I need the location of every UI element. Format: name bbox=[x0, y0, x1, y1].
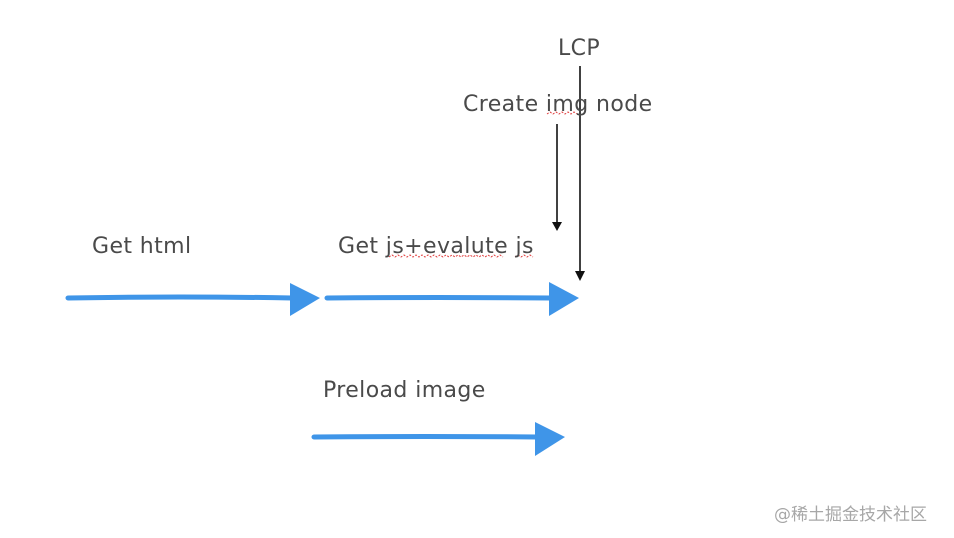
create-img-node-label: Create img node bbox=[463, 92, 653, 117]
lcp-marker bbox=[575, 66, 585, 281]
get-html-label: Get html bbox=[92, 234, 192, 259]
preload-image-label: Preload image bbox=[323, 378, 486, 403]
watermark: @稀土掘金技术社区 bbox=[774, 505, 927, 525]
get-js-label: Get js+evalute js bbox=[338, 234, 534, 259]
create-img-node-marker bbox=[552, 124, 562, 231]
spellcheck-underline bbox=[388, 111, 578, 258]
preload-image-arrow bbox=[311, 422, 565, 456]
get-js-arrow bbox=[324, 282, 579, 316]
get-html-arrow bbox=[65, 283, 320, 316]
lcp-label: LCP bbox=[558, 36, 601, 61]
